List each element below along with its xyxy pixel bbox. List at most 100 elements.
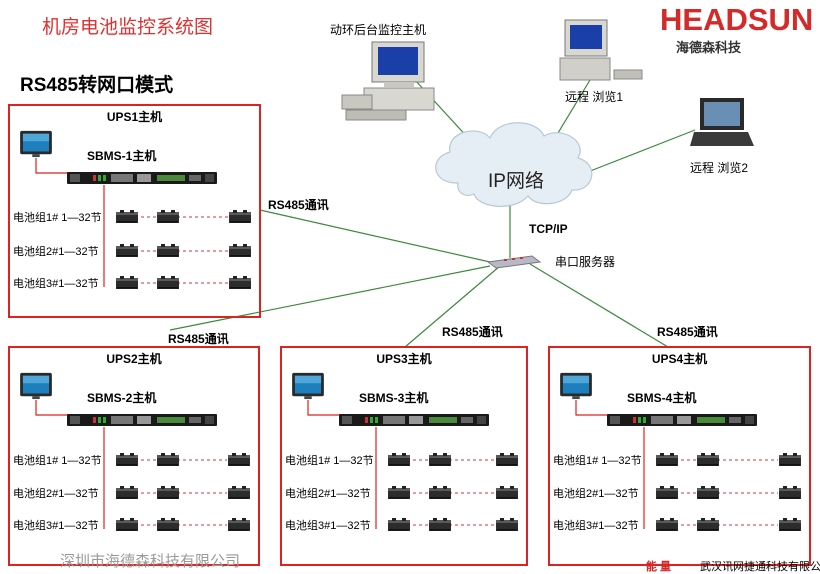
link-server-ups3 (404, 265, 501, 348)
battery-icon (157, 276, 179, 289)
rs485-label-ups1: RS485通讯 (268, 197, 329, 212)
rs485-label-ups4: RS485通讯 (657, 324, 718, 339)
tcpip-label: TCP/IP (529, 222, 568, 236)
battery-group-label: 电池组3#1—32节 (553, 518, 639, 532)
battery-group-label: 电池组1# 1—32节 (553, 453, 642, 467)
battery-icon (157, 244, 179, 257)
battery-icon (429, 453, 451, 466)
battery-icon (388, 518, 410, 531)
battery-icon (157, 210, 179, 223)
battery-icon (496, 453, 518, 466)
link-remote2-cloud (579, 129, 696, 176)
battery-group-label: 电池组1# 1—32节 (285, 453, 374, 467)
network-links (169, 79, 696, 348)
link-server-ups1 (259, 209, 491, 263)
touch-display-icon (20, 130, 52, 158)
ups-box-border (8, 346, 260, 566)
battery-group-label: 电池组1# 1—32节 (13, 210, 102, 224)
battery-group-label: 电池组2#1—32节 (13, 486, 99, 500)
remote1-pc-icon (559, 19, 643, 81)
battery-icon (116, 210, 138, 223)
serial-server-icon (486, 255, 542, 269)
remote2-laptop-icon (690, 98, 754, 146)
battery-icon (116, 244, 138, 257)
rs485-label-ups2: RS485通讯 (168, 331, 229, 346)
sbms-label: SBMS-2主机 (87, 390, 156, 405)
battery-icon (779, 518, 801, 531)
ups-title: UPS3主机 (376, 351, 431, 366)
battery-icon (157, 453, 179, 466)
ups-box-border (548, 346, 811, 566)
battery-icon (388, 453, 410, 466)
ups-box-border (8, 104, 261, 318)
monitor-host-icon (341, 41, 435, 121)
touch-display-icon (560, 372, 592, 400)
mode-title: RS485转网口模式 (20, 73, 173, 96)
battery-icon (229, 244, 251, 257)
touch-display-icon (20, 372, 52, 400)
battery-icon (496, 518, 518, 531)
display-cable (35, 158, 69, 174)
ups-title: UPS1主机 (107, 109, 162, 124)
battery-icon (697, 518, 719, 531)
battery-icon (429, 486, 451, 499)
link-server-ups4 (529, 263, 669, 348)
battery-group-label: 电池组3#1—32节 (285, 518, 371, 532)
monitor-host-label: 动环后台监控主机 (330, 22, 426, 37)
sbms-label: SBMS-3主机 (359, 390, 428, 405)
battery-icon (656, 518, 678, 531)
battery-icon (697, 453, 719, 466)
rs485-label-ups3: RS485通讯 (442, 324, 503, 339)
battery-group-label: 电池组3#1—32节 (13, 276, 99, 290)
battery-icon (228, 453, 250, 466)
serial-server-label: 串口服务器 (555, 254, 615, 269)
ups-title: UPS2主机 (106, 351, 161, 366)
footer-company-right: 武汉讯网捷通科技有限公司 (700, 559, 820, 573)
ups-box-border (280, 346, 528, 566)
remote2-label: 远程 浏览2 (690, 160, 748, 175)
display-cable (575, 400, 609, 416)
display-cable (307, 400, 341, 416)
battery-icon (157, 486, 179, 499)
battery-group-label: 电池组2#1—32节 (553, 486, 639, 500)
ip-network-cloud: IP网络 (435, 122, 593, 207)
sbms-rack-unit-icon (67, 414, 217, 426)
battery-icon (779, 453, 801, 466)
battery-icon (656, 486, 678, 499)
battery-group-label: 电池组2#1—32节 (285, 486, 371, 500)
ups-title: UPS4主机 (652, 351, 707, 366)
sbms-rack-unit-icon (339, 414, 489, 426)
battery-icon (228, 486, 250, 499)
battery-icon (779, 486, 801, 499)
link-remote1-cloud (554, 79, 591, 139)
battery-icon (116, 453, 138, 466)
battery-group-label: 电池组2#1—32节 (13, 244, 99, 258)
logo-wordmark: HEADSUN (660, 2, 813, 37)
battery-icon (697, 486, 719, 499)
brand-logo: HEADSUN 海德森科技 (660, 2, 813, 55)
battery-group-label: 电池组3#1—32节 (13, 518, 99, 532)
sbms-rack-unit-icon (67, 172, 217, 184)
battery-icon (228, 518, 250, 531)
battery-icon (157, 518, 179, 531)
battery-icon (429, 518, 451, 531)
battery-icon (388, 486, 410, 499)
battery-icon (656, 453, 678, 466)
battery-icon (116, 518, 138, 531)
sbms-label: SBMS-4主机 (627, 390, 696, 405)
touch-display-icon (292, 372, 324, 400)
battery-icon (116, 276, 138, 289)
footer-prefix: 能 量 (646, 559, 671, 573)
battery-icon (229, 210, 251, 223)
battery-group-label: 电池组1# 1—32节 (13, 453, 102, 467)
sbms-label: SBMS-1主机 (87, 148, 156, 163)
remote1-label: 远程 浏览1 (565, 89, 623, 104)
footer-company-left: 深圳市海德森科技有限公司 (60, 552, 240, 570)
display-cable (35, 400, 69, 416)
cloud-label: IP网络 (488, 170, 544, 192)
